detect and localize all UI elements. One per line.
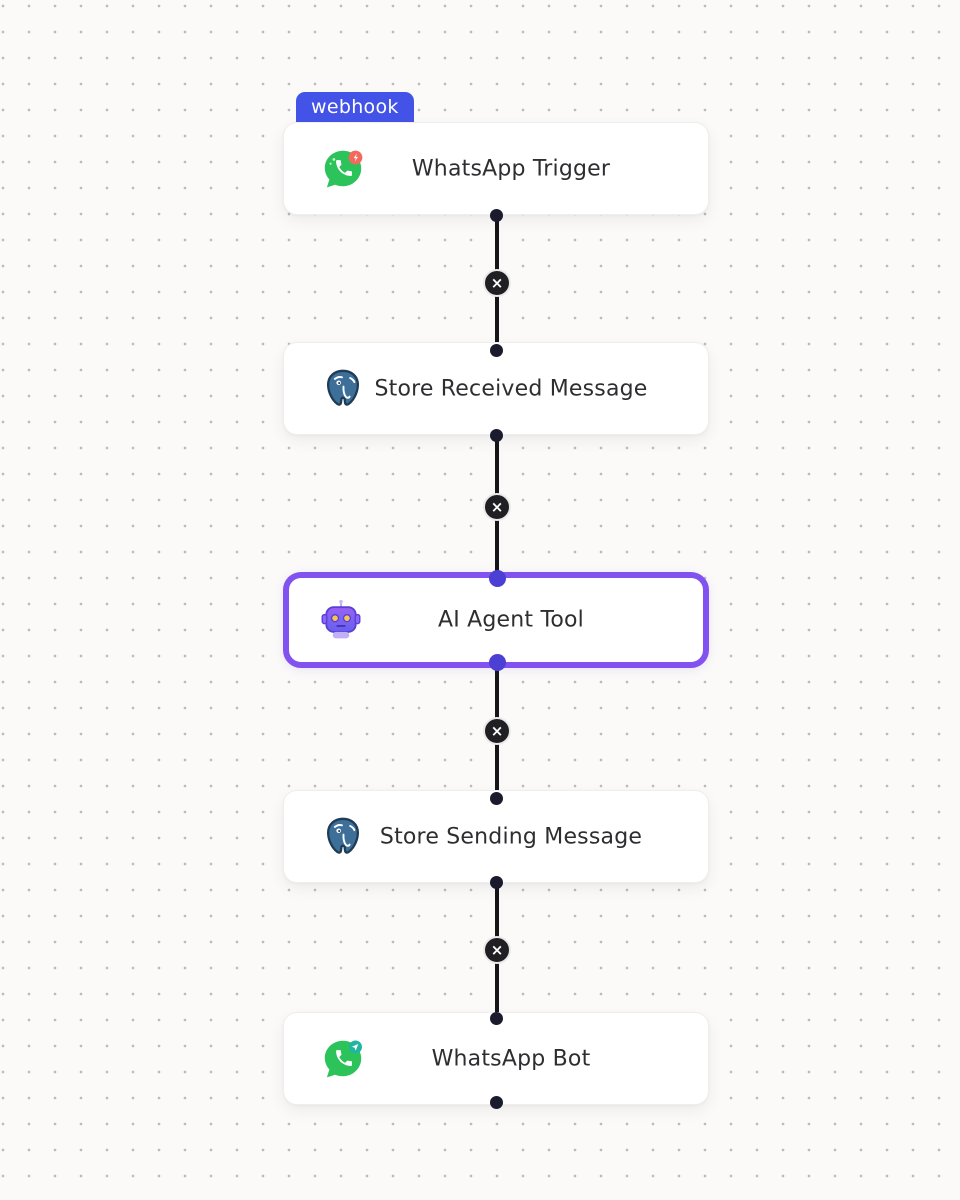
delete-connection-button[interactable]: × (483, 717, 511, 745)
x-icon: × (490, 940, 504, 959)
input-port[interactable] (490, 792, 503, 805)
node-label: Store Received Message (374, 376, 648, 401)
whatsapp-trigger-icon (320, 146, 366, 192)
output-port[interactable] (490, 429, 503, 442)
whatsapp-bot-icon (320, 1036, 366, 1082)
node-label: Store Sending Message (379, 824, 643, 849)
output-port[interactable] (490, 876, 503, 889)
output-port[interactable] (490, 1096, 503, 1109)
node-store-received-message[interactable]: Store Received Message (283, 342, 709, 435)
output-port[interactable] (489, 654, 506, 671)
output-port[interactable] (490, 209, 503, 222)
robot-icon (319, 598, 363, 642)
node-store-sending-message[interactable]: Store Sending Message (283, 790, 709, 883)
delete-connection-button[interactable]: × (483, 493, 511, 521)
node-label: AI Agent Tool (438, 607, 584, 633)
input-port[interactable] (490, 344, 503, 357)
input-port[interactable] (489, 570, 506, 587)
x-icon: × (490, 721, 504, 740)
node-whatsapp-trigger[interactable]: WhatsApp Trigger (283, 122, 709, 215)
node-whatsapp-bot[interactable]: WhatsApp Bot (283, 1012, 709, 1105)
postgresql-icon (320, 814, 366, 860)
postgresql-icon (320, 366, 366, 412)
delete-connection-button[interactable]: × (483, 936, 511, 964)
input-port[interactable] (490, 1012, 503, 1025)
node-label: WhatsApp Trigger (411, 156, 611, 181)
x-icon: × (490, 497, 504, 516)
x-icon: × (490, 273, 504, 292)
webhook-badge: webhook (296, 92, 414, 122)
node-ai-agent-tool[interactable]: AI Agent Tool (283, 572, 709, 668)
node-label: WhatsApp Bot (431, 1046, 591, 1071)
delete-connection-button[interactable]: × (483, 269, 511, 297)
